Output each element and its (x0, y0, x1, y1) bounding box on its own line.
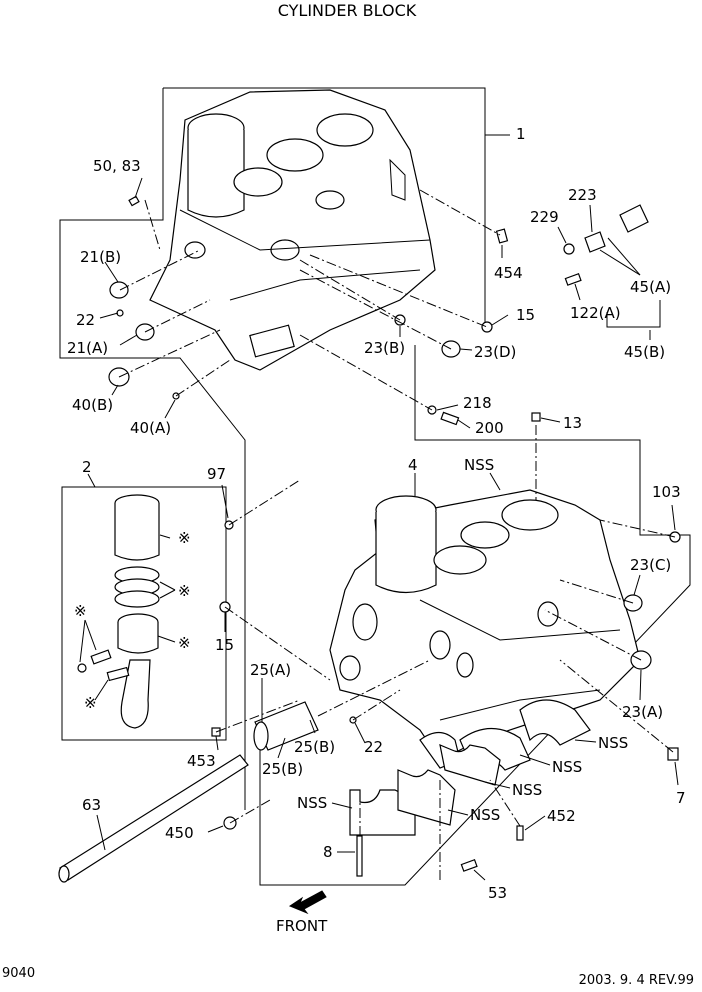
label-122a: 122(A) (570, 304, 621, 322)
label-218: 218 (463, 394, 492, 412)
upper-block-frame (59, 87, 510, 810)
label-200: 200 (475, 419, 504, 437)
lower-cylinder-block (329, 489, 641, 771)
asterisk-5: ※ (84, 694, 97, 712)
piston-kit-box (61, 473, 227, 741)
label-23b: 23(B) (364, 339, 405, 357)
label-21a: 21(A) (67, 339, 108, 357)
asterisk-3: ※ (178, 634, 191, 652)
label-8: 8 (323, 843, 333, 861)
front-arrow-icon (288, 890, 327, 915)
asterisk-4: ※ (74, 602, 87, 620)
label-nss-1: NSS (464, 456, 494, 474)
label-22b: 22 (364, 738, 383, 756)
main-bearing-caps (349, 744, 501, 836)
label-25b-2: 25(B) (262, 760, 303, 778)
footer-revision: 2003. 9. 4 REV.99 (579, 973, 694, 988)
label-25a: 25(A) (250, 661, 291, 679)
label-13: 13 (563, 414, 582, 432)
label-97: 97 (207, 465, 226, 483)
label-45b: 45(B) (624, 343, 665, 361)
shaft-63 (58, 754, 249, 883)
label-15b: 15 (215, 636, 234, 654)
label-452: 452 (547, 807, 576, 825)
footer-page-code: 9040 (2, 966, 35, 981)
label-53: 53 (488, 884, 507, 902)
label-23a: 23(A) (622, 703, 663, 721)
label-nss-3: NSS (552, 758, 582, 776)
label-nss-2: NSS (598, 734, 628, 752)
label-453: 453 (187, 752, 216, 770)
label-nss-6: NSS (297, 794, 327, 812)
label-nss-4: NSS (512, 781, 542, 799)
label-103: 103 (652, 483, 681, 501)
center-lines (118, 189, 676, 880)
label-63: 63 (82, 796, 101, 814)
label-223: 223 (568, 186, 597, 204)
label-4: 4 (408, 456, 418, 474)
label-23c: 23(C) (630, 556, 671, 574)
diagram-title: CYLINDER BLOCK (278, 1, 417, 20)
label-40b: 40(B) (72, 396, 113, 414)
asterisk-2: ※ (178, 582, 191, 600)
small-parts (108, 195, 681, 877)
label-15a: 15 (516, 306, 535, 324)
label-nss-5: NSS (470, 806, 500, 824)
label-22a: 22 (76, 311, 95, 329)
label-7: 7 (676, 789, 686, 807)
label-21b: 21(B) (80, 248, 121, 266)
part-labels: 1 50, 83 21(B) 22 21(A) 40(B) 40(A) 454 … (67, 125, 686, 902)
leader-lines (79, 177, 679, 881)
label-450: 450 (165, 824, 194, 842)
label-25b-1: 25(B) (294, 738, 335, 756)
bush-25 (253, 701, 319, 751)
label-23d: 23(D) (474, 343, 516, 361)
asterisk-1: ※ (178, 529, 191, 547)
upper-cylinder-block (149, 89, 436, 371)
label-45a: 45(A) (630, 278, 671, 296)
label-50-83: 50, 83 (93, 157, 141, 175)
lower-block-frame (259, 345, 691, 886)
front-label: FRONT (276, 917, 328, 935)
label-40a: 40(A) (130, 419, 171, 437)
label-1: 1 (516, 125, 526, 143)
label-2: 2 (82, 458, 92, 476)
label-454: 454 (494, 264, 523, 282)
label-229: 229 (530, 208, 559, 226)
